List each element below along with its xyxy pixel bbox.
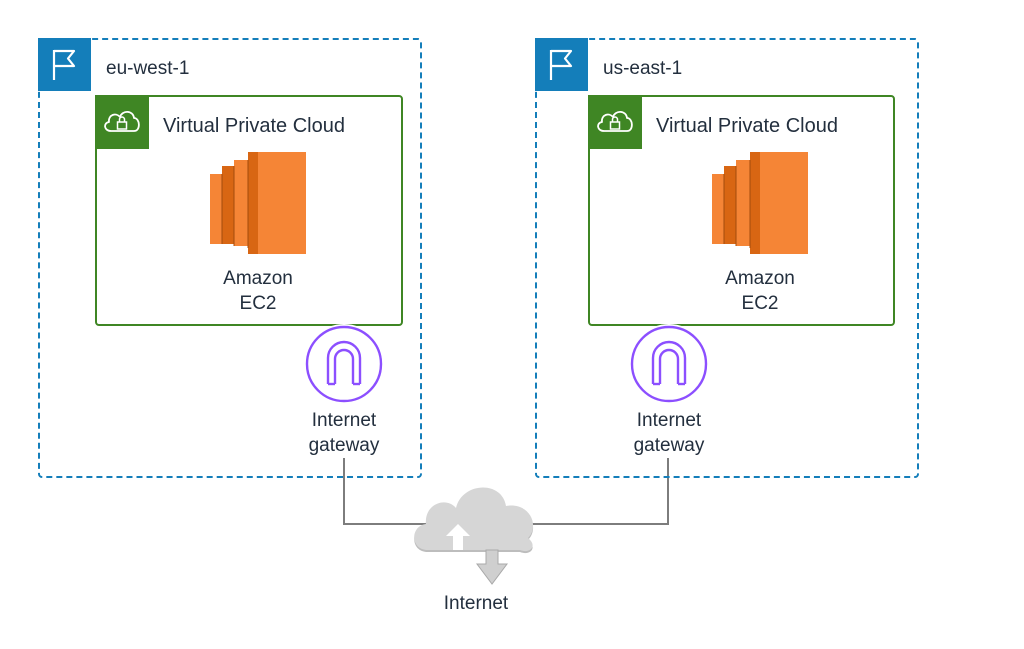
ec2-instance-us-east-1: Amazon EC2	[680, 152, 840, 316]
internet-gateway-us-east-1: Internet gateway	[589, 324, 749, 458]
internet-gateway-eu-west-1: Internet gateway	[264, 324, 424, 458]
internet-gateway-icon	[304, 324, 384, 404]
gateway-label-line2: gateway	[308, 435, 380, 456]
vpc-label: Virtual Private Cloud	[656, 115, 838, 137]
ec2-label-line2: EC2	[741, 293, 779, 314]
internet-cloud-icon	[414, 487, 534, 585]
ec2-icon	[712, 152, 808, 254]
internet-label: Internet	[443, 593, 509, 614]
gateway-label-line1: Internet	[311, 410, 377, 431]
cloud-lock-icon	[95, 95, 149, 149]
ec2-label-line1: Amazon	[223, 268, 293, 289]
ec2-label-line1: Amazon	[725, 268, 795, 289]
region-label: us-east-1	[603, 58, 683, 79]
vpc-label: Virtual Private Cloud	[163, 115, 345, 137]
internet-gateway-icon	[629, 324, 709, 404]
internet: Internet	[406, 474, 546, 615]
region-eu-west-1: eu-west-1	[38, 38, 422, 478]
ec2-icon	[210, 152, 306, 254]
gateway-label-line1: Internet	[636, 410, 702, 431]
vpc-eu-west-1: Virtual Private Cloud	[95, 95, 403, 326]
gateway-label-line2: gateway	[633, 435, 705, 456]
flag-icon	[535, 38, 588, 91]
region-us-east-1: us-east-1	[535, 38, 919, 478]
region-label: eu-west-1	[106, 58, 190, 79]
ec2-instance-eu-west-1: Amazon EC2	[178, 152, 338, 316]
cloud-lock-icon	[588, 95, 642, 149]
flag-icon	[38, 38, 91, 91]
ec2-label-line2: EC2	[239, 293, 277, 314]
